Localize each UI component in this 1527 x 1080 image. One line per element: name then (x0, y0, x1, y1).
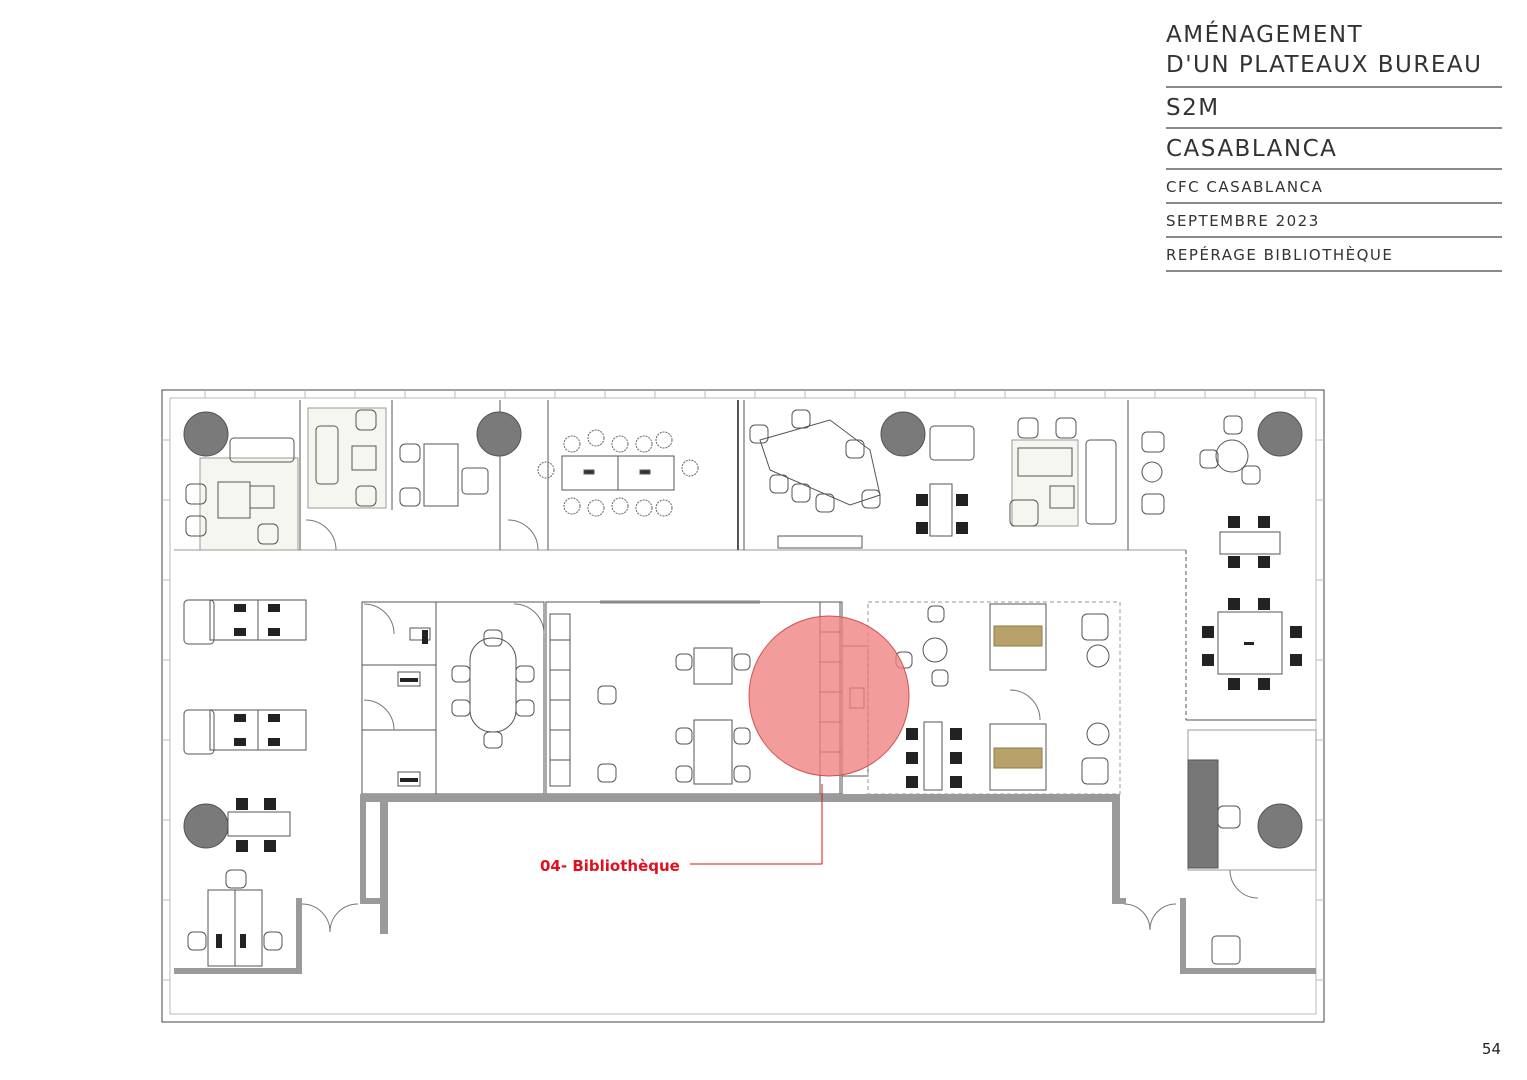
client-name: S2M (1166, 88, 1502, 129)
city-name: CASABLANCA (1166, 129, 1502, 170)
site-name: CFC CASABLANCA (1166, 170, 1502, 204)
date-label: SEPTEMBRE 2023 (1166, 204, 1502, 238)
sheet-subject: REPÉRAGE BIBLIOTHÈQUE (1166, 238, 1502, 272)
bibliotheque-highlight (748, 615, 910, 777)
project-title-line-1: AMÉNAGEMENT (1166, 22, 1364, 48)
bibliotheque-label: 04- Bibliothèque (540, 857, 680, 875)
project-title: AMÉNAGEMENT D'UN PLATEAUX BUREAU (1166, 20, 1502, 88)
page-number: 54 (1481, 1040, 1501, 1058)
core-walls (174, 794, 1316, 974)
project-title-line-2: D'UN PLATEAUX BUREAU (1166, 52, 1483, 78)
callout-leader-line (690, 784, 823, 865)
bibliotheque-callout: 04- Bibliothèque (540, 615, 910, 875)
columns (183, 411, 1303, 849)
title-block: AMÉNAGEMENT D'UN PLATEAUX BUREAU S2M CAS… (1166, 20, 1502, 272)
building-outline (161, 389, 1325, 1023)
